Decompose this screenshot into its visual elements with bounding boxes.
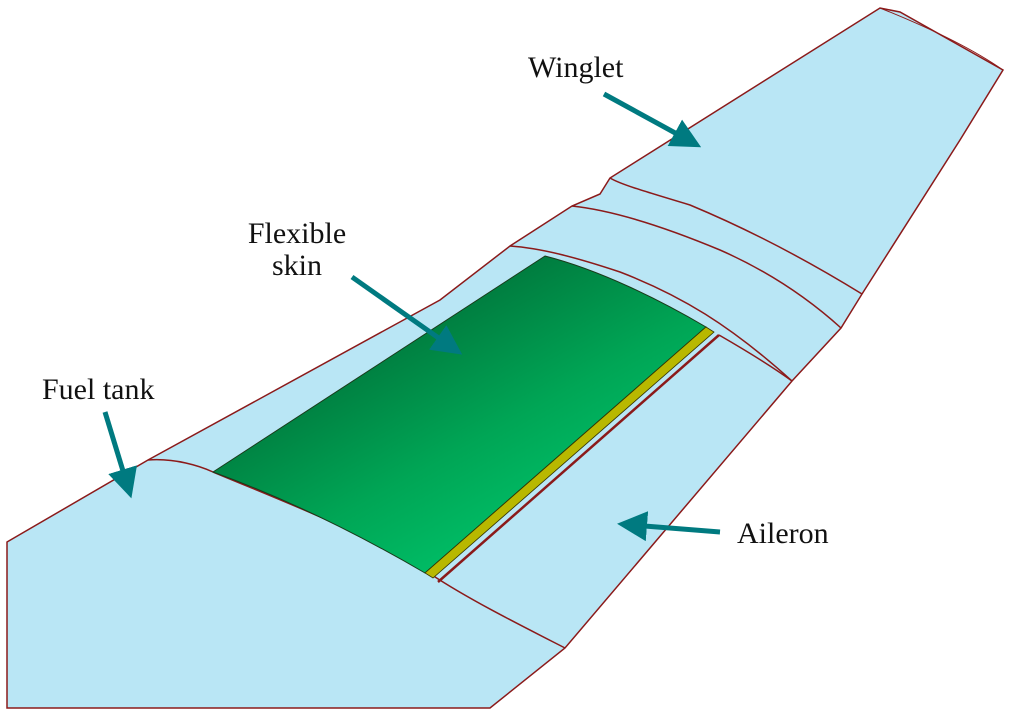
hinge-strip [424,326,715,579]
fuel-tank-arrow [102,411,137,499]
flexible-skin-arrow [350,274,463,355]
rib-line-3 [609,177,863,295]
winglet-arrow [602,91,702,148]
fuel-tank-label: Fuel tank [42,373,155,406]
aileron-boundary [718,334,793,382]
flexible-skin-label-line2: skin [271,249,322,282]
rib-line-1 [509,245,793,382]
flexible-skin-label: Flexible skin [232,218,362,282]
winglet-label: Winglet [528,51,624,84]
winglet-tip [879,7,1004,71]
aileron-arrow [617,511,721,542]
aileron-hinge-line [437,334,720,583]
flexible-skin-label-line1: Flexible [247,217,347,250]
aileron-label: Aileron [737,517,829,550]
rib-line-2 [571,205,842,329]
